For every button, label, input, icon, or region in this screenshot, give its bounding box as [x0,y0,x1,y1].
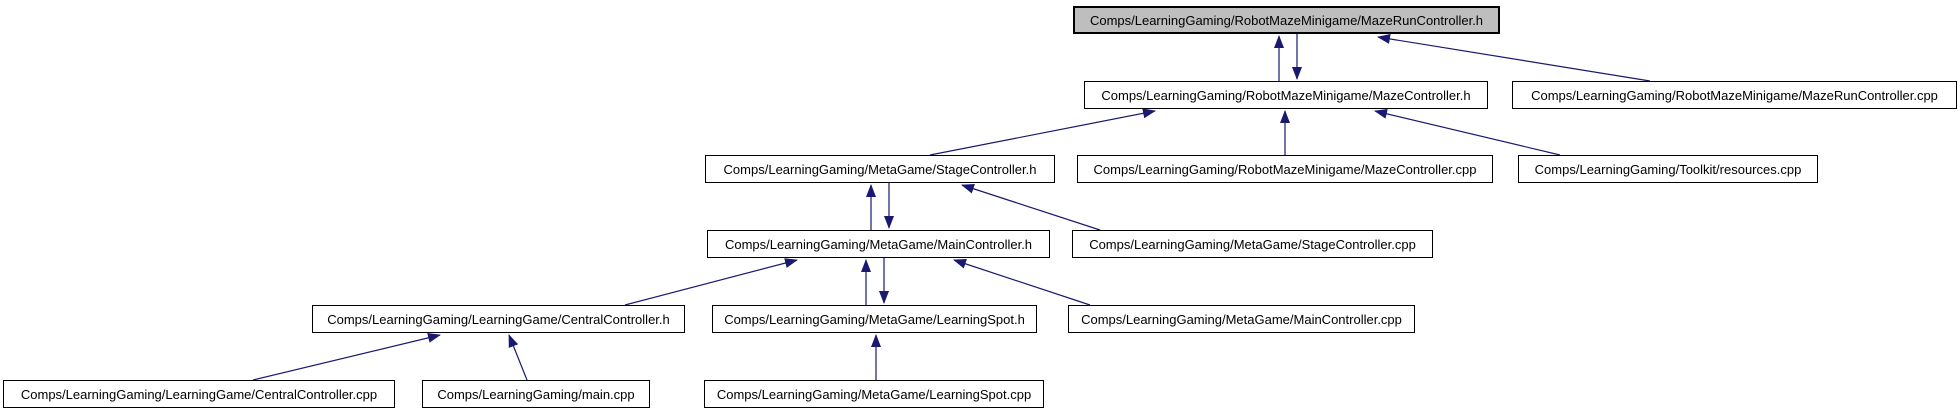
graph-node-maze-controller-h[interactable]: Comps/LearningGaming/RobotMazeMinigame/M… [1084,81,1488,109]
edge-resources-cpp-to-maze-controller-h [1374,108,1561,156]
edge-stage-controller-cpp-to-stage-controller-h [961,183,1101,231]
edge-main-cpp-to-central-controller-h [508,334,528,381]
graph-node-main-controller-cpp[interactable]: Comps/LearningGaming/MetaGame/MainContro… [1068,305,1415,333]
graph-node-resources-cpp[interactable]: Comps/LearningGaming/Toolkit/resources.c… [1518,155,1818,183]
graph-node-maze-run-controller-h[interactable]: Comps/LearningGaming/RobotMazeMinigame/M… [1073,6,1500,34]
edge-main-controller-cpp-to-main-controller-h [953,259,1091,306]
graph-node-maze-controller-cpp[interactable]: Comps/LearningGaming/RobotMazeMinigame/M… [1077,155,1493,183]
edge-stage-controller-h-to-maze-controller-h [929,108,1156,156]
edge-central-controller-h-to-main-controller-h [624,258,798,306]
graph-node-maze-run-controller-cpp[interactable]: Comps/LearningGaming/RobotMazeMinigame/M… [1512,81,1957,109]
graph-node-central-controller-h[interactable]: Comps/LearningGaming/LearningGame/Centra… [312,305,685,333]
edge-maze-run-controller-cpp-to-maze-run-controller-h [1377,33,1651,82]
graph-node-main-cpp[interactable]: Comps/LearningGaming/main.cpp [422,380,650,408]
graph-node-learning-spot-cpp[interactable]: Comps/LearningGaming/MetaGame/LearningSp… [704,380,1044,408]
graph-node-main-controller-h[interactable]: Comps/LearningGaming/MetaGame/MainContro… [707,230,1050,258]
edge-central-controller-cpp-to-central-controller-h [252,332,441,381]
graph-node-stage-controller-h[interactable]: Comps/LearningGaming/MetaGame/StageContr… [705,155,1055,183]
graph-node-stage-controller-cpp[interactable]: Comps/LearningGaming/MetaGame/StageContr… [1072,230,1433,258]
graph-node-learning-spot-h[interactable]: Comps/LearningGaming/MetaGame/LearningSp… [712,305,1037,333]
graph-node-central-controller-cpp[interactable]: Comps/LearningGaming/LearningGame/Centra… [3,380,395,408]
